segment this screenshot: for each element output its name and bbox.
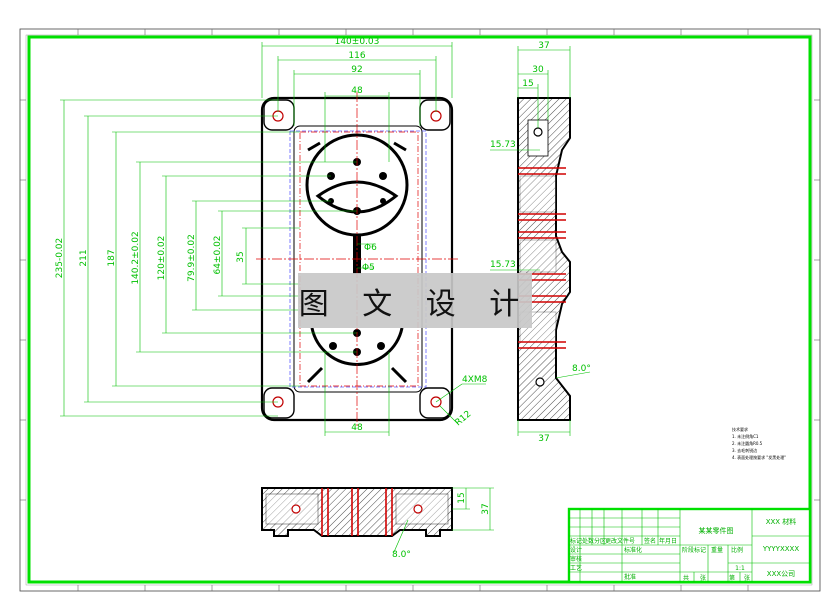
title-block-header-cell: 标记 <box>570 537 582 545</box>
bottom-view-dimension-text: 15 37 8.0° <box>392 492 491 560</box>
title-block-sheet: 第 <box>729 574 735 582</box>
title-block-role: 审核 <box>570 555 582 563</box>
dim-side-width-37-top: 37 <box>538 41 549 51</box>
dim-width-92: 92 <box>351 65 362 75</box>
bottom-view-dimension-lines <box>393 487 494 553</box>
title-block-sheet: 张 <box>700 574 706 582</box>
bottom-view: 15 37 8.0° <box>261 487 494 560</box>
title-block-scale: 1:1 <box>735 565 745 572</box>
dim-height-140: 140.2±0.02 <box>131 231 141 284</box>
dim-side-angle: 8.0° <box>572 364 591 374</box>
note-line: 2. 未注圆角R0.5 <box>732 440 763 446</box>
dim-side-width-37-bottom: 37 <box>538 434 549 444</box>
top-view-centerlines <box>256 92 458 426</box>
title-block-part-name: 某某零件图 <box>699 526 734 535</box>
title-block-header-cell: 更改文件号 <box>605 537 635 545</box>
dim-width-48-bottom: 48 <box>351 423 363 433</box>
dim-overall-width: 140±0.03 <box>335 37 380 47</box>
title-block-drawing-no: YYYYXXXX <box>762 545 799 553</box>
dim-dia-6: Φ6 <box>364 243 377 253</box>
title-block-material: XXX 材料 <box>766 517 797 526</box>
dim-radius: R12 <box>454 409 474 428</box>
dim-height-35: 35 <box>236 251 246 262</box>
notes-title: 技术要求 <box>732 426 748 432</box>
title-block-role: 设计 <box>570 546 582 554</box>
top-view: 140±0.03 116 92 48 48 235-0.02 211 187 1… <box>55 37 488 436</box>
dim-bottom-angle: 8.0° <box>392 550 411 560</box>
dim-side-chamfer-2: 15.73 <box>490 260 516 270</box>
dim-height-120: 120±0.02 <box>157 236 167 281</box>
dim-side-width-30: 30 <box>532 65 544 75</box>
title-block-stage: 阶段标记 <box>682 546 706 554</box>
border-ticks <box>20 29 820 591</box>
dim-bottom-height-15: 15 <box>457 492 467 503</box>
title-block-role: 标准化 <box>624 546 642 554</box>
corner-holes <box>263 99 451 419</box>
dim-height-235: 235-0.02 <box>55 238 65 278</box>
title-block-header-cell: 分区 <box>594 537 606 545</box>
title-block-stage: 比例 <box>731 546 743 554</box>
top-view-dimension-lines <box>60 42 486 436</box>
side-view-dimension-lines <box>490 46 591 436</box>
note-line: 1. 未注倒角C1 <box>732 433 759 439</box>
title-block-stage: 重量 <box>711 546 723 554</box>
note-line: 4. 表面处理按要求 "发黑处理" <box>732 454 786 460</box>
title-block: 某某零件图 XXX 材料 YYYYXXXX XXX公司 1:1 标记 处数 分区… <box>567 507 812 584</box>
dim-height-211: 211 <box>79 249 89 266</box>
dim-height-64: 64±0.02 <box>213 235 223 274</box>
side-view-dimension-text: 37 30 15 15.73 15.73 8.0° 37 <box>490 41 591 444</box>
drawing-frame <box>27 35 812 584</box>
title-block-sheet: 张 <box>744 574 750 582</box>
title-block-company: XXX公司 <box>767 570 795 578</box>
title-block-header-cell: 处数 <box>582 537 594 545</box>
dim-width-48-top: 48 <box>351 86 363 96</box>
dim-height-79: 79.9±0.02 <box>187 234 197 282</box>
bottom-view-red-bands <box>321 488 393 536</box>
dim-thread: 4XM8 <box>462 375 488 385</box>
dim-bottom-height-37: 37 <box>481 503 491 514</box>
side-view-red-bands <box>518 167 566 349</box>
title-block-sheet: 共 <box>683 574 689 582</box>
note-line: 3. 去毛刺锐边 <box>732 447 757 453</box>
dim-side-width-15: 15 <box>522 79 533 89</box>
title-block-header-cell: 年月日 <box>659 537 677 545</box>
dim-height-187: 187 <box>107 249 117 266</box>
dim-width-116: 116 <box>348 51 365 61</box>
sheet-border <box>19 28 821 592</box>
technical-notes: 技术要求 1. 未注倒角C1 2. 未注圆角R0.5 3. 去毛刺锐边 4. 表… <box>732 426 786 460</box>
title-block-role: 工艺 <box>570 564 582 572</box>
title-block-header-cell: 签名 <box>644 537 656 545</box>
side-view: 37 30 15 15.73 15.73 8.0° 37 <box>490 41 591 444</box>
dim-side-chamfer-1: 15.73 <box>490 140 516 150</box>
dim-dia-5: Φ5 <box>362 263 375 273</box>
side-view-outline <box>517 97 571 421</box>
title-block-role: 批准 <box>624 573 636 581</box>
watermark-overlay: 图 文 设 计 <box>298 273 532 328</box>
